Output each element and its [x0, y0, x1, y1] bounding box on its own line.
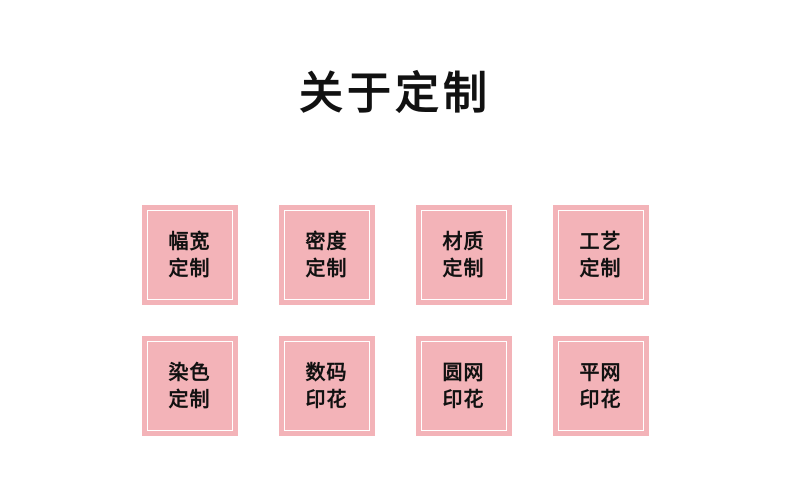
grid-cell-material-customization[interactable]: 材质 定制	[415, 205, 512, 305]
grid-cell-craft-customization[interactable]: 工艺 定制	[552, 205, 649, 305]
cell-label-line1: 平网	[579, 360, 622, 384]
grid-cell-density-customization[interactable]: 密度 定制	[278, 205, 375, 305]
cell-label-line2: 印花	[579, 387, 622, 411]
cell-label-line2: 印花	[305, 387, 348, 411]
cell-inner: 工艺 定制	[557, 210, 644, 300]
grid-row-1: 幅宽 定制 密度 定制 材质 定制 工艺 定制	[0, 205, 790, 305]
cell-label-line2: 定制	[168, 256, 211, 280]
cell-label-line1: 材质	[442, 229, 485, 253]
grid-cell-rotary-screen-printing[interactable]: 圆网 印花	[415, 336, 512, 436]
cell-label-line2: 定制	[168, 387, 211, 411]
cell-label-line1: 数码	[305, 360, 348, 384]
cell-label-line1: 圆网	[442, 360, 485, 384]
cell-label-line2: 定制	[442, 256, 485, 280]
cell-label-line1: 工艺	[579, 229, 622, 253]
cell-label-line2: 印花	[442, 387, 485, 411]
cell-inner: 平网 印花	[557, 341, 644, 431]
cell-inner: 材质 定制	[420, 210, 507, 300]
grid-cell-width-customization[interactable]: 幅宽 定制	[141, 205, 238, 305]
cell-inner: 幅宽 定制	[146, 210, 233, 300]
grid-cell-flat-screen-printing[interactable]: 平网 印花	[552, 336, 649, 436]
cell-inner: 数码 印花	[283, 341, 370, 431]
cell-label-line1: 幅宽	[168, 229, 211, 253]
cell-inner: 圆网 印花	[420, 341, 507, 431]
grid-row-2: 染色 定制 数码 印花 圆网 印花 平网 印花	[0, 336, 790, 436]
customization-grid: 幅宽 定制 密度 定制 材质 定制 工艺 定制	[0, 205, 790, 436]
cell-label-line1: 密度	[305, 229, 348, 253]
cell-label-line1: 染色	[168, 360, 211, 384]
grid-cell-digital-printing[interactable]: 数码 印花	[278, 336, 375, 436]
cell-label-line2: 定制	[305, 256, 348, 280]
cell-label-line2: 定制	[579, 256, 622, 280]
cell-inner: 染色 定制	[146, 341, 233, 431]
cell-inner: 密度 定制	[283, 210, 370, 300]
grid-cell-dyeing-customization[interactable]: 染色 定制	[141, 336, 238, 436]
page-title: 关于定制	[299, 68, 491, 119]
